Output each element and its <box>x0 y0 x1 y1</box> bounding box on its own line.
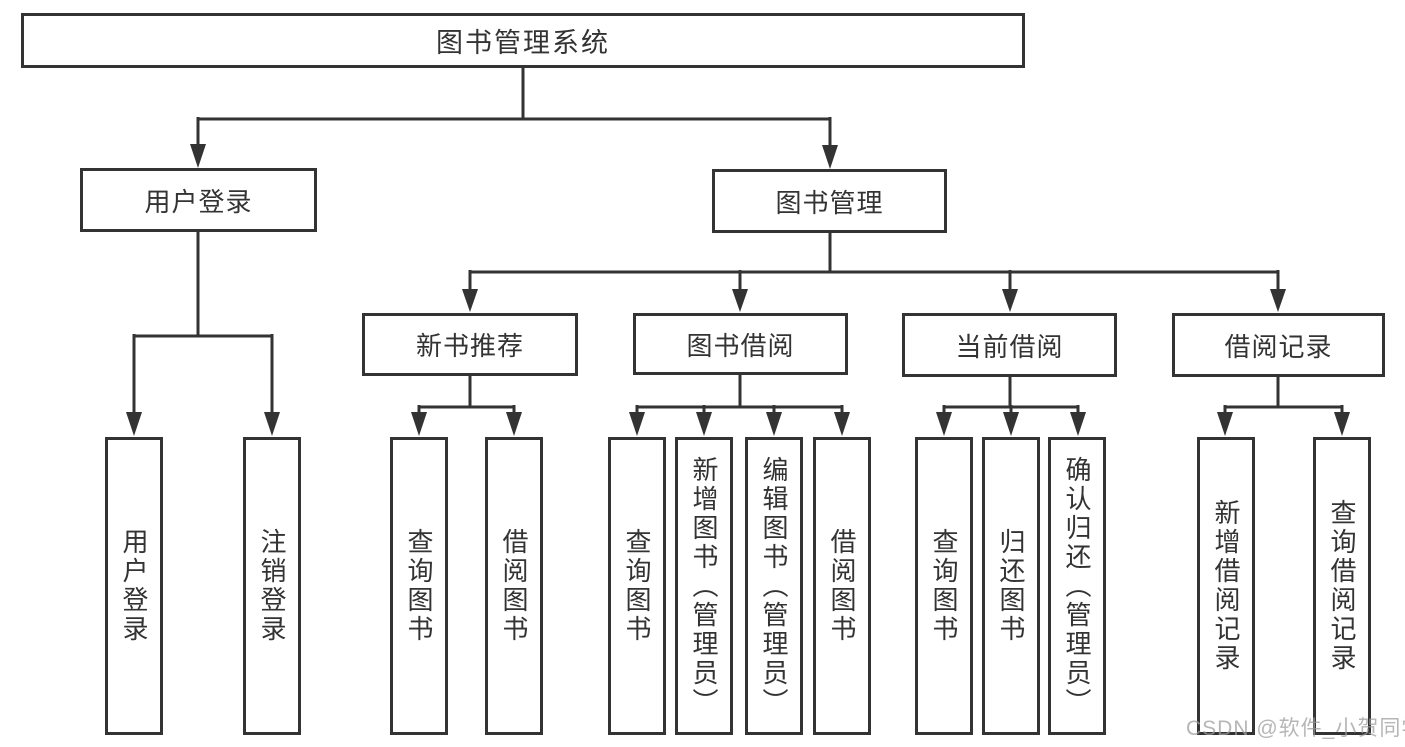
leaf-logout: 注销登录 <box>243 437 301 735</box>
connector-current-borrow-to-leaves <box>936 377 1086 436</box>
node-book-borrow: 图书借阅 <box>633 313 848 375</box>
leaf-return-books: 归还图书 <box>982 437 1040 735</box>
connector-user-login-to-leaves <box>126 232 280 436</box>
leaf-query-books-recommend: 查询图书 <box>390 437 448 735</box>
leaf-borrow-books-recommend: 借阅图书 <box>485 437 543 735</box>
csdn-watermark: CSDN @软件_小贺同学 <box>1186 717 1405 740</box>
connector-root-to-level1 <box>190 68 838 169</box>
node-new-book-recommend: 新书推荐 <box>362 313 578 376</box>
leaf-add-borrow-record: 新增借阅记录 <box>1197 437 1255 735</box>
node-borrow-record: 借阅记录 <box>1172 313 1385 377</box>
leaf-borrow-books: 借阅图书 <box>813 437 871 735</box>
leaf-query-books-borrow: 查询图书 <box>608 437 666 735</box>
leaf-confirm-return-admin: 确认归还（管理员） <box>1048 437 1106 735</box>
leaf-query-books-current: 查询图书 <box>915 437 973 735</box>
leaf-user-login: 用户登录 <box>105 437 163 735</box>
leaf-query-borrow-record: 查询借阅记录 <box>1313 437 1371 735</box>
node-book-management: 图书管理 <box>712 169 947 233</box>
connector-book-borrow-to-leaves <box>629 375 850 436</box>
connector-borrow-record-to-leaves <box>1217 377 1350 436</box>
node-library-system-root: 图书管理系统 <box>21 13 1025 68</box>
connector-book-mgmt-to-level2 <box>462 233 1286 312</box>
node-user-login: 用户登录 <box>80 168 317 232</box>
leaf-edit-books-admin: 编辑图书（管理员） <box>745 437 803 735</box>
leaf-add-books-admin: 新增图书（管理员） <box>675 437 733 735</box>
connector-new-book-to-leaves <box>411 376 522 436</box>
node-current-borrow: 当前借阅 <box>902 313 1117 377</box>
